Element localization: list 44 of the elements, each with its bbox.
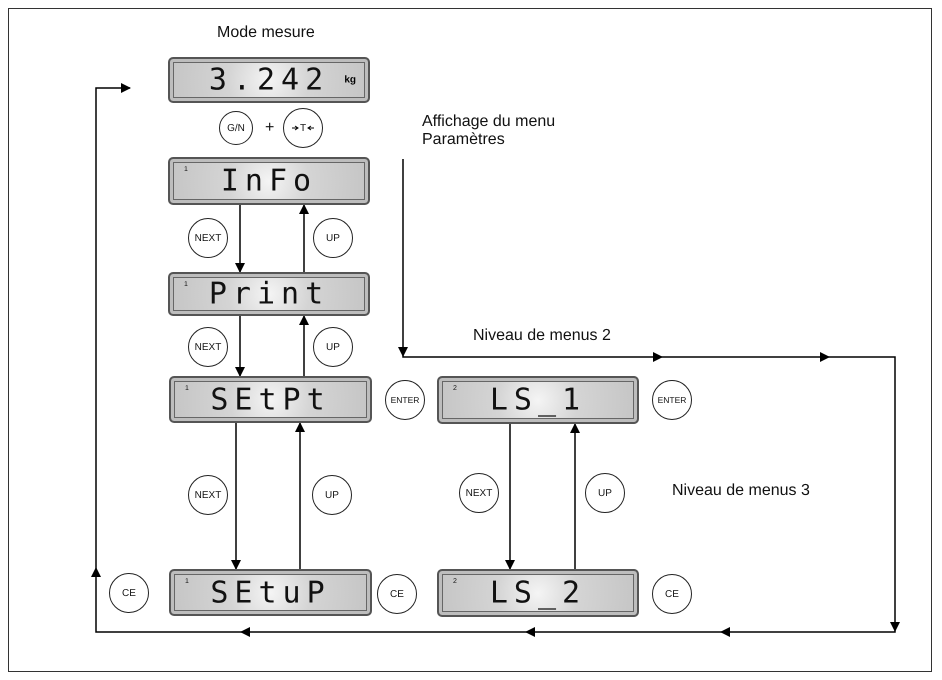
- lcd-display: [437, 376, 639, 424]
- arrow: [91, 83, 900, 637]
- lcd-display: [168, 57, 370, 103]
- arrow: [299, 315, 309, 376]
- key-button: NEXT: [459, 473, 499, 513]
- annotation: Affichage du menu Paramètres: [422, 113, 556, 149]
- arrow: [295, 422, 305, 569]
- key-button: NEXT: [188, 475, 228, 515]
- lcd-display: [168, 272, 370, 316]
- arrow: [231, 423, 241, 570]
- arrow: [235, 205, 245, 273]
- display-readout: SEtPt: [209, 382, 332, 417]
- tare-key-button: T: [283, 108, 323, 148]
- plus-sign: +: [265, 119, 274, 137]
- key-button: UP: [312, 475, 352, 515]
- display-readout: SEtuP: [209, 575, 332, 610]
- key-button: UP: [313, 218, 353, 258]
- arrow: [235, 316, 245, 377]
- lcd-display: [169, 376, 372, 423]
- lcd-display: [437, 569, 639, 617]
- key-button: CE: [109, 573, 149, 613]
- level-label: Niveau de menus 3: [672, 482, 810, 500]
- node-label: Mode mesure: [217, 24, 315, 42]
- key-button: ENTER: [652, 380, 692, 420]
- key-button: CE: [652, 574, 692, 614]
- display-readout: 3.242: [208, 62, 330, 98]
- key-button: UP: [585, 473, 625, 513]
- arrow: [570, 423, 580, 569]
- lcd-display: [168, 157, 370, 205]
- key-button: ENTER: [385, 380, 425, 420]
- lcd-display: [169, 569, 372, 616]
- display-readout: InFo: [220, 164, 318, 198]
- key-button: UP: [313, 327, 353, 367]
- key-button: CE: [377, 574, 417, 614]
- key-button: G/N: [219, 111, 253, 145]
- arrow: [505, 424, 515, 570]
- unit-label: kg: [344, 74, 356, 86]
- display-readout: Print: [208, 276, 330, 312]
- key-button: NEXT: [188, 218, 228, 258]
- display-readout: LS_1: [488, 382, 588, 418]
- key-button: NEXT: [188, 327, 228, 367]
- display-readout: LS_2: [488, 576, 588, 610]
- arrow: [299, 204, 309, 272]
- level-label: Niveau de menus 2: [473, 327, 611, 345]
